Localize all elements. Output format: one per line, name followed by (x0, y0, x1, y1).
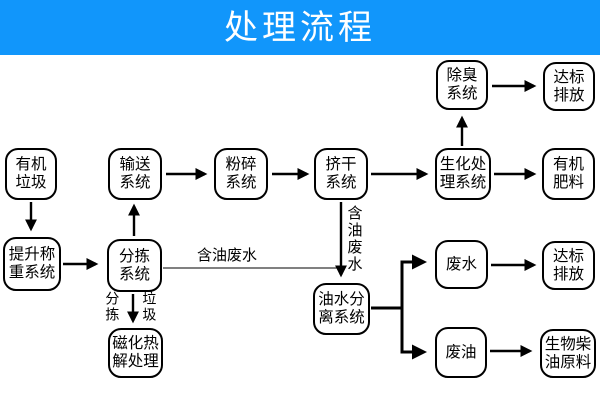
label-oily-wastewater-vertical: 含油废水 (345, 205, 363, 273)
label-waste: 垃圾 (141, 291, 158, 323)
node-organic-waste: 有机 垃圾 (5, 148, 57, 200)
node-biodiesel-material: 生物柴 油原料 (540, 329, 596, 378)
page-title: 处理流程 (224, 8, 376, 47)
edge-oilwater-to-wasteoil (400, 308, 427, 360)
node-wastewater: 废水 (435, 240, 488, 289)
edge-oilwater-to-wastewater (371, 254, 427, 310)
label-oily-wastewater-horizontal: 含油废水 (197, 247, 258, 264)
label-sorted: 分拣 (104, 291, 121, 323)
node-biochemical-treatment: 生化处 理系统 (435, 148, 491, 200)
node-waste-oil: 废油 (435, 327, 487, 378)
node-lift-weighing-system: 提升称 重系统 (3, 237, 61, 291)
node-squeezing-system: 挤干 系统 (314, 148, 368, 200)
title-bar: 处理流程 (0, 0, 600, 55)
node-crushing-system: 粉碎 系统 (214, 148, 268, 200)
node-oil-water-separation: 油水分 离系统 (313, 283, 370, 335)
node-conveying-system: 输送 系统 (108, 148, 162, 200)
node-organic-fertilizer: 有机 肥料 (542, 148, 595, 200)
node-standard-discharge-water: 达标 排放 (542, 241, 595, 290)
flow-connectors (25, 80, 537, 360)
node-sorting-system: 分拣 系统 (107, 239, 162, 292)
node-standard-discharge-gas: 达标 排放 (543, 62, 595, 111)
node-magnetic-pyrolysis: 磁化热 解处理 (108, 328, 163, 378)
node-deodorizing-system: 除臭 系统 (436, 60, 488, 110)
flowchart-canvas: 有机 垃圾 输送 系统 粉碎 系统 挤干 系统 生化处 理系统 有机 肥料 除臭… (0, 55, 600, 400)
